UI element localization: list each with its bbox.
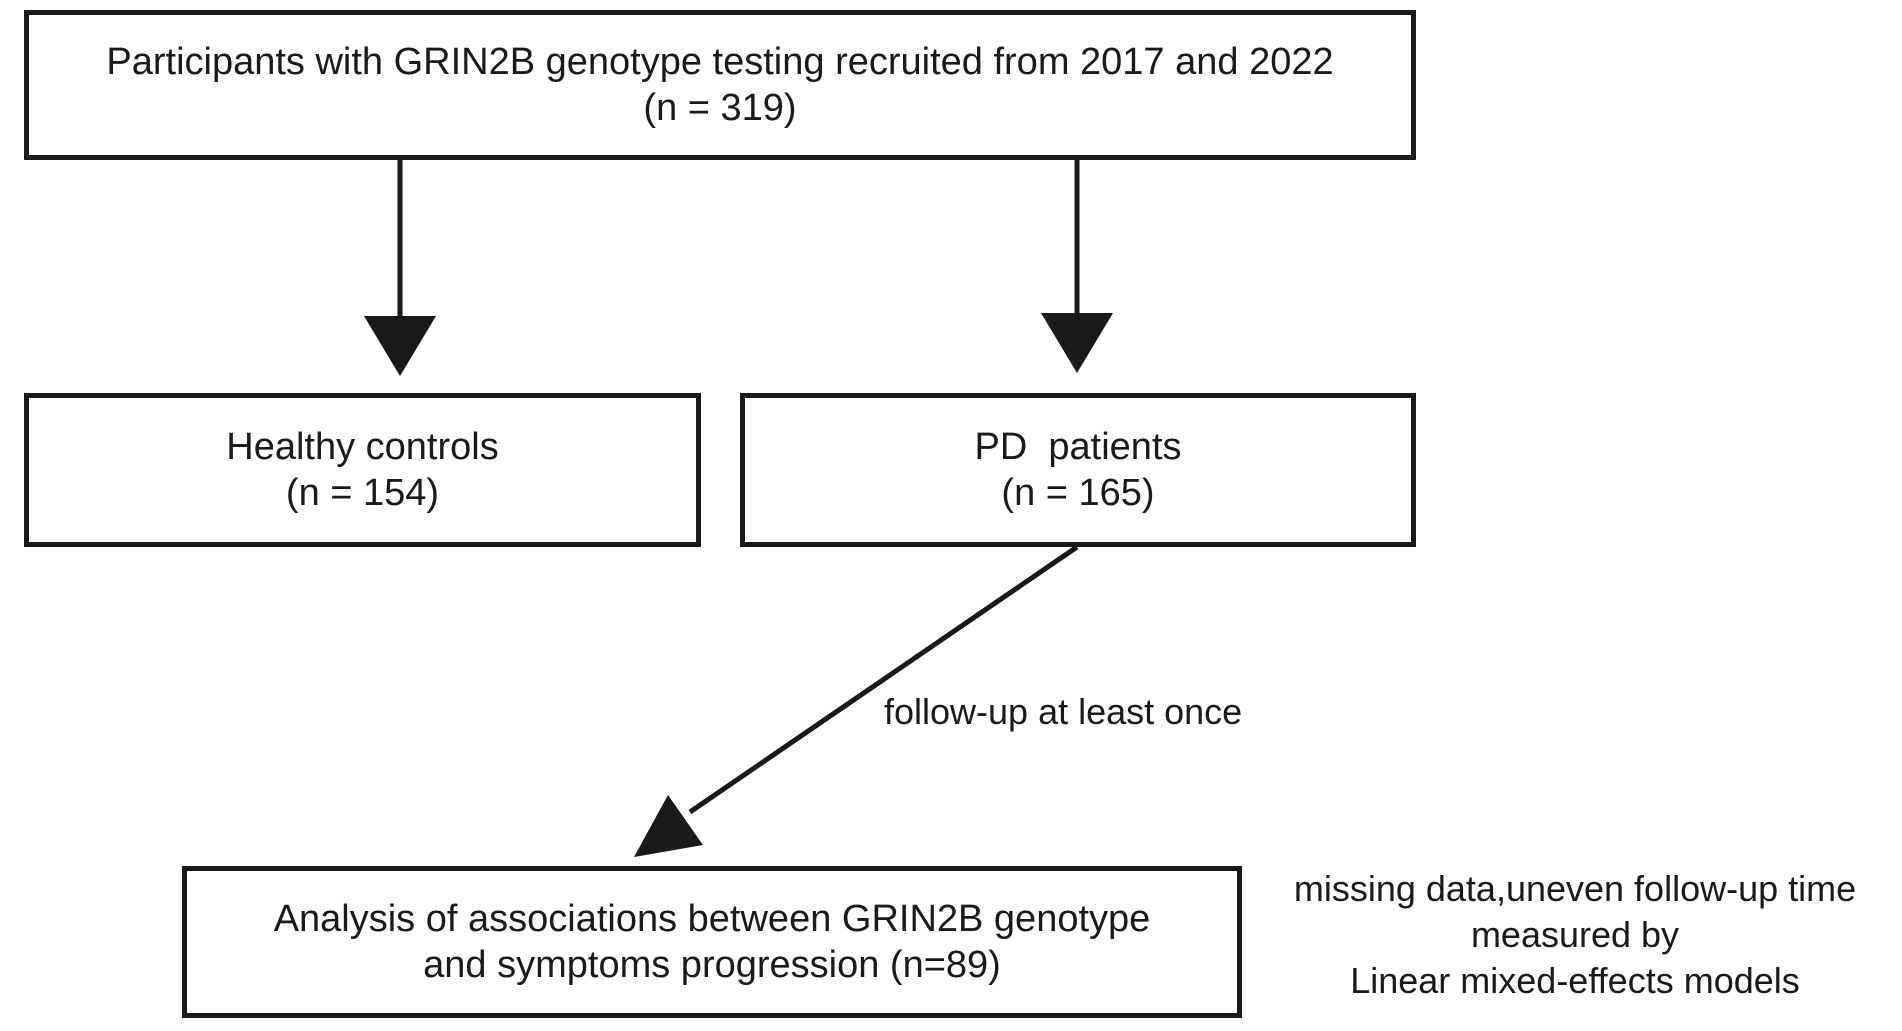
- side-note-line-1: missing data,uneven follow-up time: [1293, 868, 1857, 909]
- pd-patients-count: (n = 165): [1001, 472, 1155, 514]
- healthy-controls-box: Healthy controls (n = 154): [24, 393, 701, 547]
- method-side-note: missing data,uneven follow-up time measu…: [1255, 866, 1895, 1004]
- arrow-to-analysis-head: [634, 795, 703, 857]
- arrow-to-controls-head: [364, 316, 436, 376]
- analysis-box: Analysis of associations between GRIN2B …: [182, 866, 1242, 1018]
- healthy-controls-title: Healthy controls: [226, 426, 499, 468]
- recruited-participants-title: Participants with GRIN2B genotype testin…: [106, 41, 1334, 83]
- recruited-participants-box: Participants with GRIN2B genotype testin…: [24, 10, 1416, 160]
- arrow-to-analysis-line: [688, 544, 1079, 815]
- pd-patients-box: PD patients (n = 165): [740, 393, 1416, 547]
- pd-patients-title: PD patients: [974, 426, 1182, 468]
- arrow-to-patients-head: [1041, 313, 1113, 373]
- recruited-participants-count: (n = 319): [643, 87, 797, 129]
- analysis-title: Analysis of associations between GRIN2B …: [273, 898, 1151, 940]
- side-note-line-2: measured by: [1470, 914, 1680, 955]
- healthy-controls-count: (n = 154): [285, 472, 440, 514]
- followup-arrow-label: follow-up at least once: [884, 691, 1243, 732]
- side-note-line-3: Linear mixed-effects models: [1350, 960, 1800, 1001]
- analysis-subtitle: and symptoms progression (n=89): [423, 944, 1001, 986]
